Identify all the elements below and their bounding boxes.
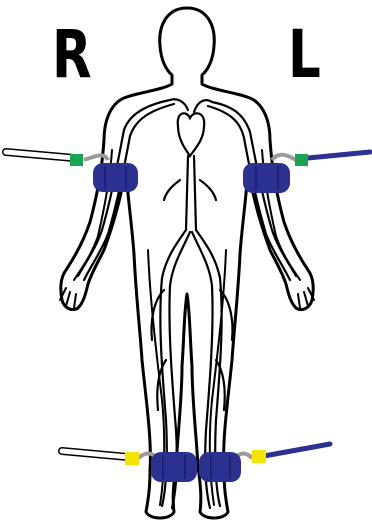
green-connector-left-arm [295,154,308,166]
left-leg-tubing [236,444,330,463]
left-arm-tubing [272,152,370,166]
right-arm-tubing [6,152,108,166]
heart-shape [178,113,204,156]
cuff-right-lower-leg [151,452,197,482]
body-outline [60,8,314,518]
right-leg-tubing [62,451,156,465]
yellow-connector-left-leg [252,450,266,463]
cuff-left-lower-leg [199,452,241,482]
cuff-right-upper-arm [93,163,138,192]
green-connector-right-arm [70,154,83,166]
yellow-connector-right-leg [125,452,139,465]
cuff-left-upper-arm [243,163,290,193]
